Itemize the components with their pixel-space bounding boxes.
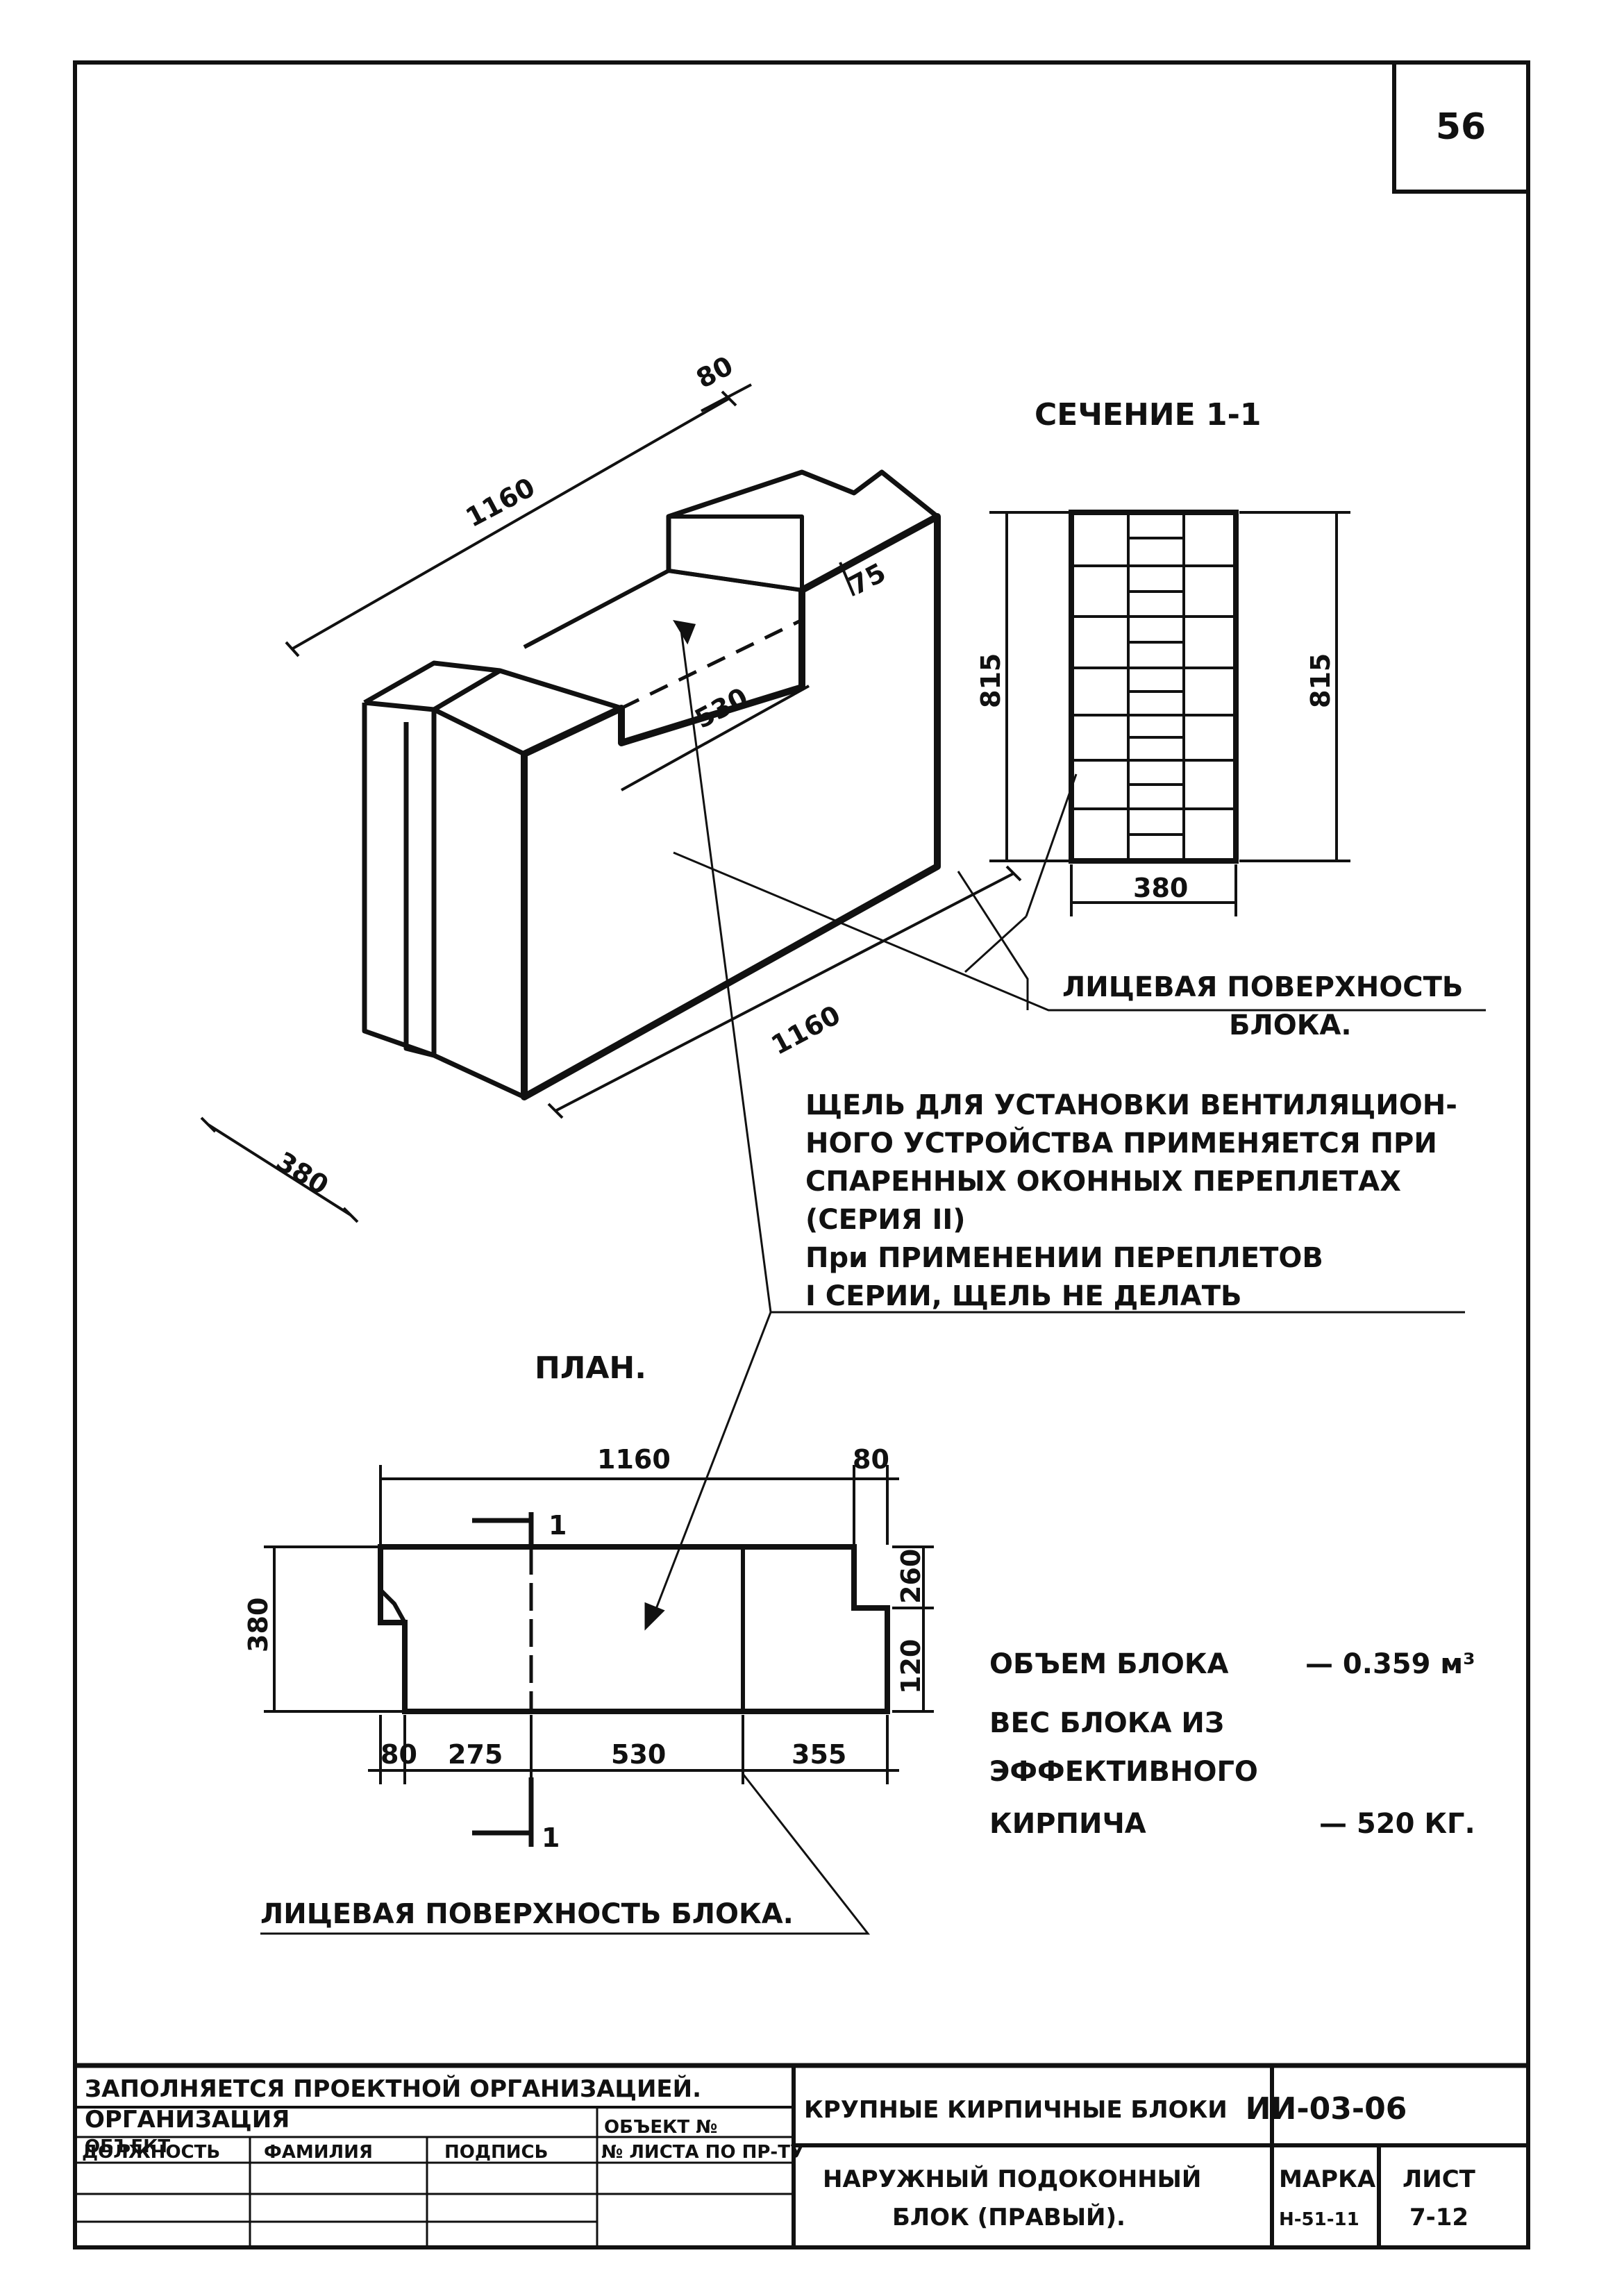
iso-slot-hidden xyxy=(523,569,803,710)
note-line-6: I СЕРИИ, ЩЕЛЬ НЕ ДЕЛАТЬ xyxy=(805,1280,1242,1312)
dim-line-380 xyxy=(207,1123,352,1216)
face-label-line2: БЛОКА. xyxy=(1229,1009,1352,1041)
tb-fill-note: ЗАПОЛНЯЕТСЯ ПРОЕКТНОЙ ОРГАНИЗАЦИЕЙ. xyxy=(85,2075,701,2103)
tb-org: ОРГАНИЗАЦИЯ xyxy=(85,2106,290,2134)
plan-view xyxy=(264,1465,934,1847)
spec-volume-value: — 0.359 м³ xyxy=(1305,1648,1475,1680)
note-line-5: При ПРИМЕНЕНИИ ПЕРЕПЛЕТОВ xyxy=(805,1242,1323,1274)
dim-line-75 xyxy=(839,562,855,596)
section-outline xyxy=(1069,510,1239,864)
iso-dimensions xyxy=(200,383,1022,1223)
iso-right-pier-top xyxy=(666,469,939,571)
tb-sheet-label: ЛИСТ xyxy=(1403,2165,1476,2193)
note-line-2: НОГО УСТРОЙСТВА ПРИМЕНЯЕТСЯ ПРИ xyxy=(805,1126,1437,1159)
tb-series-title: КРУПНЫЕ КИРПИЧНЫЕ БЛОКИ xyxy=(804,2096,1228,2124)
plan-cut-label-top: 1 xyxy=(549,1510,567,1541)
face-label-line1: ЛИЦЕВАЯ ПОВЕРХНОСТЬ xyxy=(1062,971,1463,1003)
plan-notch-left xyxy=(378,1588,407,1624)
face-label-leaders xyxy=(673,773,1486,1012)
specs: ОБЪЕМ БЛОКА — 0.359 м³ ВЕС БЛОКА ИЗ ЭФФЕ… xyxy=(989,1648,1475,1840)
tb-block-name-2: БЛОК (ПРАВЫЙ). xyxy=(892,2203,1125,2231)
tb-sheet-value: 7-12 xyxy=(1409,2204,1468,2231)
note-line-1: ЩЕЛЬ ДЛЯ УСТАНОВКИ ВЕНТИЛЯЦИОН- xyxy=(805,1089,1457,1121)
section-height-left: 815 xyxy=(976,653,1006,708)
plan-dim-bottom-3: 530 xyxy=(611,1739,666,1770)
note-line-3: СПАРЕННЫХ ОКОННЫХ ПЕРЕПЛЕТАХ xyxy=(805,1166,1401,1198)
isometric-view xyxy=(362,469,941,1100)
iso-left-pier-top xyxy=(431,668,623,757)
spec-weight-value: — 520 КГ. xyxy=(1319,1808,1475,1840)
section-height-right: 815 xyxy=(1305,653,1336,708)
dim-iso-thickness: 80 xyxy=(692,350,738,394)
section-brick-pattern xyxy=(1071,512,1236,861)
tb-col-position: ДОЛЖНОСТЬ xyxy=(82,2142,220,2163)
dim-iso-length-top: 1160 xyxy=(461,471,540,533)
spec-weight-label-1: ВЕС БЛОКА ИЗ xyxy=(989,1707,1224,1739)
dim-iso-length-bottom: 1160 xyxy=(767,999,846,1061)
plan-outline xyxy=(378,1544,890,1714)
sheet-number-box: 56 xyxy=(1392,62,1528,194)
section-view xyxy=(989,510,1350,916)
iso-right-pier-inner xyxy=(668,514,804,592)
plan-face-leader xyxy=(260,1773,871,1935)
tb-object-no: ОБЪЕКТ № xyxy=(604,2117,717,2138)
spec-volume-label: ОБЪЕМ БЛОКА xyxy=(989,1648,1229,1680)
plan-dim-right-lower: 120 xyxy=(896,1639,926,1694)
section-dimensions xyxy=(989,511,1350,916)
plan-dim-top-right: 80 xyxy=(853,1444,889,1475)
section-title: СЕЧЕНИЕ 1-1 xyxy=(1035,397,1261,433)
dim-iso-depth: 380 xyxy=(271,1146,334,1200)
dim-line-1160-top xyxy=(291,397,730,651)
slot-note: ЩЕЛЬ ДЛЯ УСТАНОВКИ ВЕНТИЛЯЦИОН- НОГО УСТ… xyxy=(805,1089,1457,1312)
plan-title: ПЛАН. xyxy=(535,1350,646,1386)
spec-weight-label-3: КИРПИЧА xyxy=(989,1808,1146,1840)
spec-weight-label-2: ЭФФЕКТИВНОГО xyxy=(989,1756,1258,1788)
note-line-4: (СЕРИЯ II) xyxy=(805,1204,966,1236)
plan-dimensions xyxy=(264,1465,934,1784)
tb-mark-label: МАРКА xyxy=(1279,2165,1376,2193)
tb-block-name-1: НАРУЖНЫЙ ПОДОКОННЫЙ xyxy=(823,2165,1201,2193)
iso-recess-floor xyxy=(523,569,804,687)
tb-mark-value: Н-51-11 xyxy=(1279,2209,1359,2230)
dim-line-80 xyxy=(701,383,752,412)
dim-line-530 xyxy=(621,685,810,791)
plan-cut-marks xyxy=(472,1512,534,1847)
iso-left-side xyxy=(362,660,526,1100)
section-width: 380 xyxy=(1133,873,1188,903)
tb-obj: ОБЪЕКТ xyxy=(85,2136,170,2157)
plan-face-label: ЛИЦЕВАЯ ПОВЕРХНОСТЬ БЛОКА. xyxy=(260,1898,794,1930)
plan-dim-right-upper: 260 xyxy=(896,1549,926,1604)
plan-dim-total: 1160 xyxy=(597,1444,671,1475)
dim-line-1160-bottom xyxy=(555,872,1014,1112)
title-block xyxy=(75,2063,1528,2247)
tb-doc-code: ИИ-03-06 xyxy=(1246,2091,1407,2127)
sheet-number: 56 xyxy=(1436,106,1486,148)
sheet-frame xyxy=(73,60,1530,2249)
tb-sheet-no-label: № ЛИСТА ПО ПР-ТУ xyxy=(601,2142,804,2163)
plan-dim-height: 380 xyxy=(243,1598,274,1652)
plan-cut-label-bottom: 1 xyxy=(542,1822,560,1853)
tb-col-name: ФАМИЛИЯ xyxy=(264,2142,373,2163)
note-leaders xyxy=(644,619,1465,1631)
plan-dim-bottom-1: 80 xyxy=(380,1739,417,1770)
dim-iso-slot-width: 530 xyxy=(690,682,753,735)
tb-col-sign: ПОДПИСЬ xyxy=(444,2142,548,2163)
plan-dim-bottom-4: 355 xyxy=(792,1739,846,1770)
plan-dim-bottom-2: 275 xyxy=(448,1739,503,1770)
